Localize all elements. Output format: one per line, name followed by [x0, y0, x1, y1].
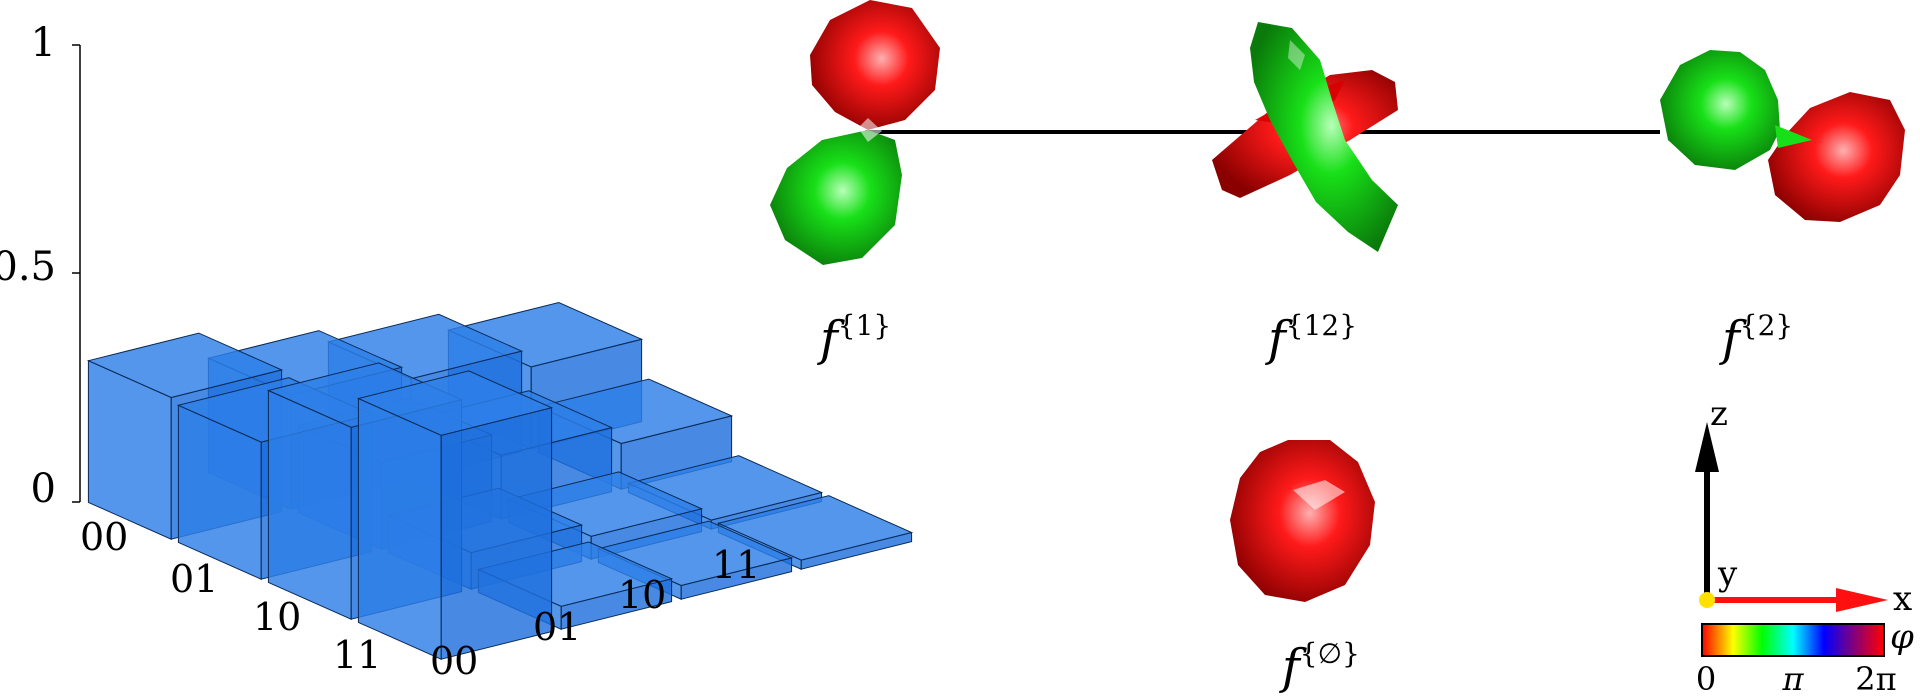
col-label: 00: [430, 639, 478, 683]
label-sup: {∅}: [1300, 637, 1360, 670]
col-label: 11: [712, 543, 760, 587]
label-f2: f{2}: [1719, 309, 1793, 367]
origin-dot: [1699, 592, 1715, 608]
bar-top-face: [356, 370, 554, 436]
green-lobe: [1250, 22, 1398, 252]
bar-top-face: [716, 495, 914, 561]
z-arrow-head: [1695, 422, 1719, 472]
bar3d-chart: 1 0.5 0 00 01 10 11 00 01 10 11: [0, 20, 914, 683]
z-tick-label: 0.5: [0, 244, 56, 290]
neck-highlight: [858, 118, 882, 142]
colorbar-symbol: φ: [1890, 617, 1914, 657]
row-label: 01: [170, 557, 218, 601]
z-tick-label: 1: [31, 20, 56, 66]
colorbar-tick: π: [1781, 660, 1804, 698]
orbital-fempty: [1230, 440, 1375, 602]
col-labels: 00 01 10 11: [430, 543, 760, 683]
x-arrow-head: [1836, 588, 1888, 612]
col-label: 10: [618, 573, 666, 617]
bar-side-face: [357, 397, 442, 660]
bar-top-face: [86, 332, 284, 399]
axes-widget: z x y: [1695, 394, 1912, 619]
colorbar-tick: 2π: [1855, 660, 1896, 698]
label-sup: {1}: [838, 309, 891, 342]
row-label: 11: [333, 633, 381, 677]
col-label: 01: [533, 605, 581, 649]
colorbar-tick: 0: [1696, 660, 1716, 698]
label-sup: {12}: [1286, 309, 1357, 342]
green-lobe: [770, 130, 902, 265]
bars-layer: [86, 301, 914, 660]
green-lobe: [1660, 50, 1780, 170]
row-labels: 00 01 10 11: [80, 515, 381, 677]
x-axis-label: x: [1893, 579, 1912, 619]
phase-colorbar: φ 0 π 2π: [1696, 617, 1914, 698]
lobe-highlight: [1288, 40, 1305, 70]
orbital-f12: [1212, 22, 1398, 252]
colorbar-strip: [1701, 623, 1885, 657]
bar-3-0: [356, 370, 554, 660]
bar-side-face: [267, 389, 352, 620]
red-lobe: [810, 0, 940, 130]
label-f12: f{12}: [1265, 309, 1357, 367]
label-fempty: f{∅}: [1279, 637, 1360, 695]
orbital-f1: [770, 0, 940, 265]
red-lobe: [1768, 92, 1905, 222]
green-fin: [1775, 125, 1812, 148]
z-axis: 1 0.5 0: [0, 20, 81, 512]
label-sup: {2}: [1740, 309, 1793, 342]
z-tick-label: 0: [31, 466, 56, 512]
row-label: 00: [80, 515, 128, 559]
y-axis-label: y: [1717, 554, 1738, 594]
row-label: 10: [253, 595, 301, 639]
label-f1: f{1}: [817, 309, 891, 367]
sphere-highlight: [1293, 480, 1345, 510]
orbital-f2: [1660, 50, 1905, 222]
red-sphere: [1230, 440, 1375, 602]
z-axis-label: z: [1710, 394, 1728, 434]
